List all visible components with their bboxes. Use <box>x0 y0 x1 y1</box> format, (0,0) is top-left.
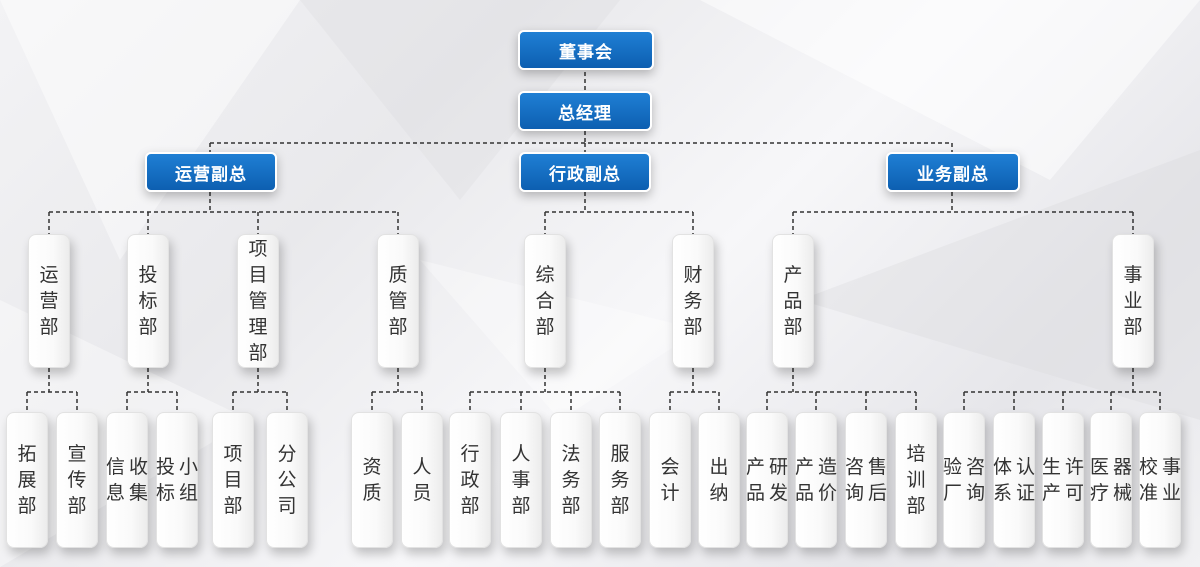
unit-card: 产品研发 <box>746 412 788 548</box>
unit-card: 资质 <box>351 412 393 548</box>
unit-label: 拓展部 <box>17 443 37 517</box>
department-card: 项目管理部 <box>237 234 279 368</box>
unit-label: 法务部 <box>561 443 581 517</box>
unit-card: 验厂咨询 <box>943 412 985 548</box>
unit-card: 人员 <box>401 412 443 548</box>
department-card: 事业部 <box>1112 234 1154 368</box>
unit-card: 生产许可 <box>1042 412 1084 548</box>
unit-card: 会计 <box>649 412 691 548</box>
unit-card: 人事部 <box>500 412 542 548</box>
unit-card: 分公司 <box>266 412 308 548</box>
department-label: 事业部 <box>1123 264 1143 338</box>
department-card: 财务部 <box>672 234 714 368</box>
unit-label: 咨询售后 <box>844 456 888 504</box>
unit-label: 服务部 <box>610 443 630 517</box>
department-label: 产品部 <box>783 264 803 338</box>
unit-card: 医疗器械 <box>1090 412 1132 548</box>
unit-label: 人员 <box>412 456 432 504</box>
unit-label: 生产许可 <box>1041 456 1085 504</box>
unit-card: 服务部 <box>599 412 641 548</box>
unit-label: 项目部 <box>223 443 243 517</box>
unit-label: 产品造价 <box>794 456 838 504</box>
unit-label: 医疗器械 <box>1089 456 1133 504</box>
department-label: 投标部 <box>138 264 158 338</box>
unit-label: 分公司 <box>277 443 297 517</box>
unit-card: 培训部 <box>895 412 937 548</box>
vp-business-box: 业务副总 <box>886 152 1020 192</box>
unit-card: 信息收集 <box>106 412 148 548</box>
unit-card: 产品造价 <box>795 412 837 548</box>
unit-label: 培训部 <box>906 443 926 517</box>
unit-label: 校准事业 <box>1138 456 1182 504</box>
unit-card: 项目部 <box>212 412 254 548</box>
general-manager-box: 总经理 <box>518 91 652 131</box>
department-card: 运营部 <box>28 234 70 368</box>
unit-label: 行政部 <box>460 443 480 517</box>
department-card: 产品部 <box>772 234 814 368</box>
unit-card: 拓展部 <box>6 412 48 548</box>
department-card: 质管部 <box>377 234 419 368</box>
unit-card: 投标小组 <box>156 412 198 548</box>
department-card: 综合部 <box>524 234 566 368</box>
unit-label: 出纳 <box>709 456 729 504</box>
unit-card: 行政部 <box>449 412 491 548</box>
board-box: 董事会 <box>518 30 654 70</box>
unit-label: 体系认证 <box>992 456 1036 504</box>
unit-label: 资质 <box>362 456 382 504</box>
department-label: 运营部 <box>39 264 59 338</box>
department-label: 项目管理部 <box>248 238 268 364</box>
vp-operations-box: 运营副总 <box>145 152 277 192</box>
unit-label: 信息收集 <box>105 456 149 504</box>
unit-label: 验厂咨询 <box>942 456 986 504</box>
unit-label: 投标小组 <box>155 456 199 504</box>
unit-label: 会计 <box>660 456 680 504</box>
unit-label: 宣传部 <box>67 443 87 517</box>
department-label: 综合部 <box>535 264 555 338</box>
unit-card: 宣传部 <box>56 412 98 548</box>
vp-administration-box: 行政副总 <box>519 152 651 192</box>
unit-card: 法务部 <box>550 412 592 548</box>
unit-card: 出纳 <box>698 412 740 548</box>
unit-label: 产品研发 <box>745 456 789 504</box>
unit-card: 校准事业 <box>1139 412 1181 548</box>
department-card: 投标部 <box>127 234 169 368</box>
department-label: 财务部 <box>683 264 703 338</box>
department-label: 质管部 <box>388 264 408 338</box>
unit-label: 人事部 <box>511 443 531 517</box>
unit-card: 体系认证 <box>993 412 1035 548</box>
unit-card: 咨询售后 <box>845 412 887 548</box>
